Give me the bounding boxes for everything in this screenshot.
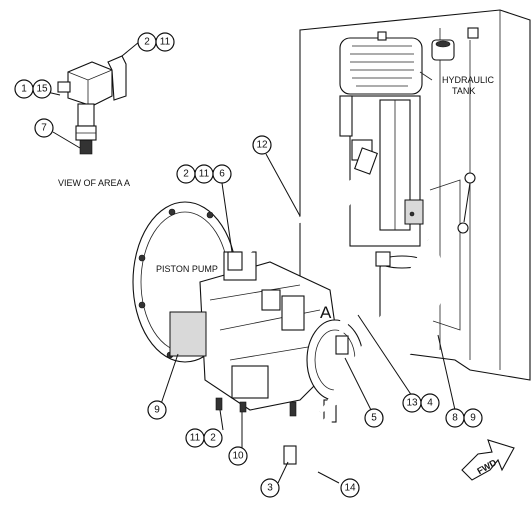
callout-11-bottom: 11 xyxy=(185,428,205,448)
svg-text:9: 9 xyxy=(470,413,476,424)
callout-10: 10 xyxy=(228,446,248,466)
svg-text:6: 6 xyxy=(219,169,225,180)
svg-text:11: 11 xyxy=(190,433,201,444)
callout-4: 4 xyxy=(420,393,440,413)
svg-text:8: 8 xyxy=(452,413,458,424)
svg-text:2: 2 xyxy=(210,433,216,444)
callout-11-mid: 11 xyxy=(194,164,214,184)
callout-13: 13 xyxy=(402,393,422,413)
callout-6: 6 xyxy=(212,164,232,184)
view-of-area-label: VIEW OF AREA A xyxy=(58,178,130,188)
hydraulic-tank-label-line1: HYDRAULIC xyxy=(442,75,495,85)
leader-lines xyxy=(33,41,456,484)
svg-text:11: 11 xyxy=(199,169,210,180)
svg-text:14: 14 xyxy=(344,483,356,494)
svg-text:15: 15 xyxy=(36,84,48,95)
hoses xyxy=(227,147,443,477)
callout-9-right: 9 xyxy=(463,408,483,428)
callout-3: 3 xyxy=(260,478,280,498)
svg-text:7: 7 xyxy=(41,123,47,134)
area-a-marker: A xyxy=(320,303,332,322)
callout-9-left: 9 xyxy=(147,400,167,420)
svg-text:3: 3 xyxy=(267,483,273,494)
callout-11-top: 11 xyxy=(155,32,175,52)
callout-15: 15 xyxy=(32,79,52,99)
callout-1: 1 xyxy=(14,79,34,99)
callout-2-bottom: 2 xyxy=(203,428,223,448)
svg-text:13: 13 xyxy=(406,398,418,409)
area-a-detail-view xyxy=(57,55,127,155)
callout-7: 7 xyxy=(34,118,54,138)
piston-pump-assembly xyxy=(132,201,364,423)
callout-12: 12 xyxy=(252,135,272,155)
callout-2-mid: 2 xyxy=(176,164,196,184)
callout-14: 14 xyxy=(340,478,360,498)
piston-pump-label: PISTON PUMP xyxy=(156,264,218,274)
svg-text:10: 10 xyxy=(232,451,244,462)
svg-text:2: 2 xyxy=(144,37,150,48)
forward-direction-arrow: FWD xyxy=(461,439,515,481)
hydraulic-tank-label-line2: TANK xyxy=(452,86,475,96)
svg-text:12: 12 xyxy=(256,140,268,151)
svg-text:5: 5 xyxy=(371,413,377,424)
svg-text:11: 11 xyxy=(160,37,171,48)
svg-text:2: 2 xyxy=(183,169,189,180)
callout-5: 5 xyxy=(364,408,384,428)
callout-2-top: 2 xyxy=(137,32,157,52)
callout-8: 8 xyxy=(445,408,465,428)
svg-text:4: 4 xyxy=(427,398,433,409)
svg-text:1: 1 xyxy=(21,84,27,95)
svg-text:9: 9 xyxy=(154,405,160,416)
